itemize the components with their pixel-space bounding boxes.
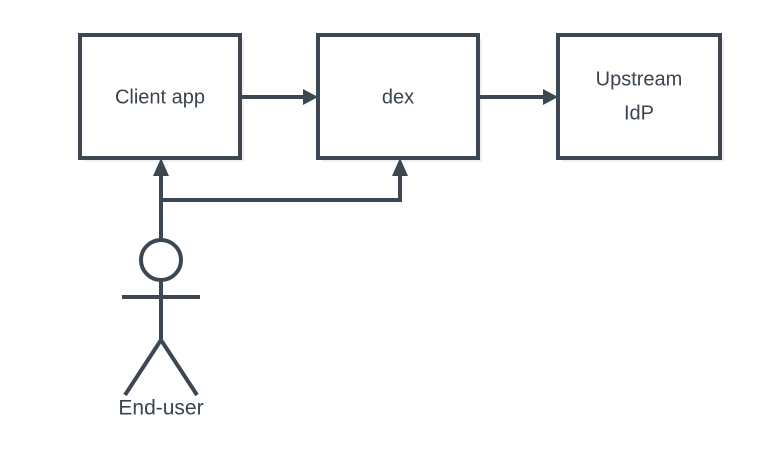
upstream-idp-label-line1: Upstream — [596, 68, 683, 90]
client-app-label: Client app — [115, 86, 205, 108]
edge-dex-to-upstream-idp-arrowhead — [543, 89, 558, 105]
edge-dex-to-upstream-idp[interactable] — [478, 89, 558, 105]
edge-client-app-to-dex[interactable] — [240, 89, 318, 105]
node-dex[interactable]: dex — [316, 33, 480, 160]
node-end-user[interactable]: End-user — [118, 238, 204, 420]
end-user-left-leg — [123, 338, 163, 397]
edge-client-app-to-dex-arrowhead — [303, 89, 318, 105]
end-user-right-leg — [159, 338, 199, 397]
dex-box — [316, 33, 480, 160]
edge-end-user-to-dex[interactable] — [161, 158, 408, 202]
node-upstream-idp[interactable]: Upstream IdP — [556, 33, 722, 160]
upstream-idp-box — [556, 33, 722, 160]
node-client-app[interactable]: Client app — [78, 33, 242, 160]
edge-end-user-to-dex-arrowhead — [392, 158, 408, 176]
client-app-box — [78, 33, 242, 160]
end-user-head-icon — [139, 238, 183, 282]
edge-end-user-to-dex-line — [161, 170, 402, 202]
dex-label: dex — [382, 86, 414, 108]
upstream-idp-label-line2: IdP — [624, 102, 654, 124]
end-user-label: End-user — [118, 397, 203, 420]
edge-end-user-to-client-app-arrowhead — [153, 158, 169, 176]
